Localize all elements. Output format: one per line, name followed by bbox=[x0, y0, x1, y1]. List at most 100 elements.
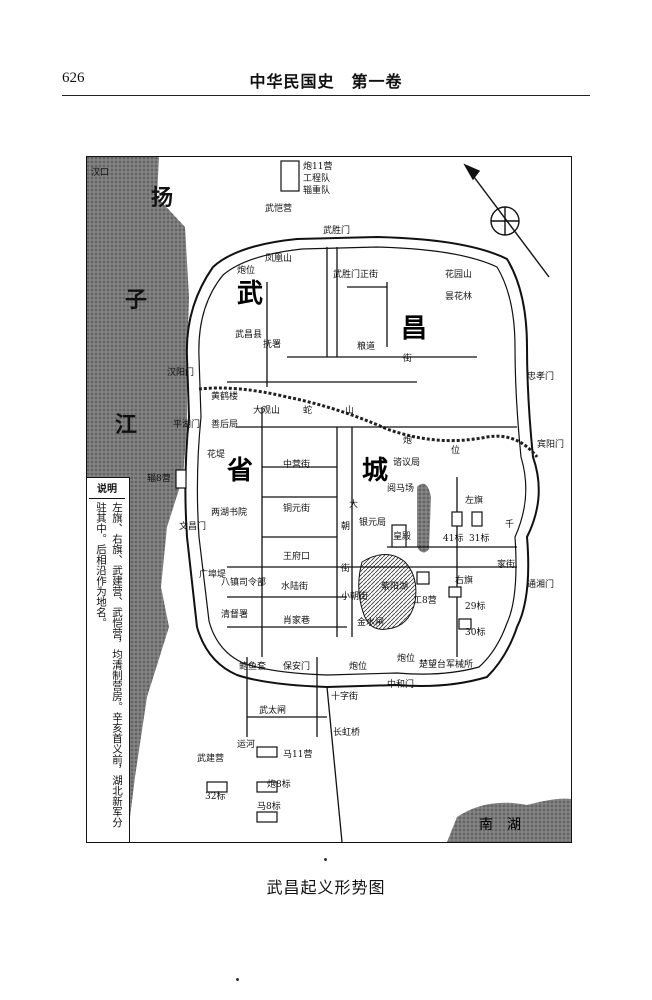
label-qian: 千 bbox=[505, 519, 514, 530]
label-wutaizha: 武太闸 bbox=[259, 704, 286, 716]
label-ma8: 马8标 bbox=[257, 800, 281, 812]
page-header: 626 中华民国史 第一卷 bbox=[62, 66, 590, 92]
label-b29: 29标 bbox=[465, 600, 485, 612]
label-ziyang: 紫阳湖 bbox=[381, 581, 408, 592]
label-fushu: 抚署 bbox=[263, 338, 281, 350]
label-nanhu-2: 湖 bbox=[507, 817, 521, 833]
label-jinshuizha: 金水闸 bbox=[357, 616, 384, 628]
label-yuemachang: 阅马场 bbox=[387, 483, 414, 494]
compass-icon bbox=[463, 163, 550, 278]
label-jie2: 街 bbox=[341, 562, 350, 574]
label-wusheng-street: 武胜门正街 bbox=[333, 268, 378, 280]
label-pao8: 炮8标 bbox=[267, 778, 291, 790]
label-hankou: 汉口 bbox=[91, 167, 109, 178]
ziyang-lake bbox=[358, 554, 417, 630]
label-ma11: 马11营 bbox=[283, 748, 312, 760]
header-rule bbox=[62, 95, 590, 96]
label-paowei4: 炮位 bbox=[397, 652, 415, 664]
city-wall-outer bbox=[184, 235, 540, 689]
label-huadi: 花堤 bbox=[207, 448, 225, 460]
label-tanhua: 昙花林 bbox=[445, 290, 472, 302]
snake-hill-ridge bbox=[198, 386, 539, 458]
label-huayuan: 花园山 bbox=[445, 268, 472, 280]
label-baoanmen: 保安门 bbox=[283, 660, 310, 672]
street-grid bbox=[227, 247, 517, 842]
label-yunhe: 运河 bbox=[237, 738, 255, 750]
label-liangshu: 两湖书院 bbox=[211, 506, 247, 518]
label-jie1: 街 bbox=[403, 352, 412, 364]
legend-box: 说明 左旗、右旗、武建营、武恺营，均清制营房。辛亥首义前，湖北新军分驻其中。后相… bbox=[87, 477, 130, 842]
label-xiaochaojie: 小朝街 bbox=[341, 590, 368, 602]
label-b30: 30标 bbox=[465, 626, 485, 638]
label-wukai: 武恺营 bbox=[265, 202, 292, 214]
label-gongcheng: 工程队 bbox=[303, 172, 330, 184]
label-yangzi-3: 江 bbox=[115, 412, 137, 438]
label-zizhong: 辎重队 bbox=[303, 184, 330, 196]
label-zhonghemen: 忠孝门 bbox=[527, 370, 554, 382]
book-title: 中华民国史 第一卷 bbox=[249, 72, 403, 91]
label-wuchangxian: 武昌县 bbox=[235, 328, 262, 340]
label-youqi: 右旗 bbox=[455, 574, 473, 586]
page-number: 626 bbox=[62, 70, 85, 86]
label-wu: 武 bbox=[237, 279, 263, 309]
label-wei: 位 bbox=[451, 444, 460, 456]
label-huanghelou: 黄鹤楼 bbox=[211, 390, 238, 402]
label-shengxiang: 鲍鱼套 bbox=[239, 660, 266, 672]
label-baqi: 八镇司令部 bbox=[221, 576, 266, 588]
legend-text: 左旗、右旗、武建营、武恺营，均清制营房。辛亥首义前，湖北新军分驻其中。后相沿作为… bbox=[95, 502, 123, 828]
label-huangdian: 皇殿 bbox=[393, 530, 411, 542]
label-b41: 41标 bbox=[443, 532, 463, 544]
wuchang-map: 扬 子 江 武 昌 省 城 南 湖 汉口 炮11营 工程队 辎重队 武恺营 武胜… bbox=[87, 157, 571, 842]
label-yangzi-2: 子 bbox=[125, 287, 147, 313]
label-b31: 31标 bbox=[469, 532, 489, 544]
label-fenghuang: 凤凰山 bbox=[265, 253, 292, 264]
label-b-huo8: 辎8营 bbox=[147, 472, 171, 484]
label-yinyuan: 银元局 bbox=[359, 516, 386, 528]
label-dagui: 大观山 bbox=[253, 404, 280, 416]
label-chuwangtai: 楚望台军械所 bbox=[419, 658, 473, 670]
south-lake bbox=[447, 798, 571, 842]
decorative-dot bbox=[324, 858, 327, 861]
label-wujian: 武建营 bbox=[197, 752, 224, 764]
label-pao-wei2: 炮 bbox=[403, 434, 412, 446]
label-nanhu: 南 bbox=[479, 817, 493, 833]
label-ziyiju: 谘议局 bbox=[393, 456, 420, 468]
label-shanhouju: 善后局 bbox=[211, 418, 238, 430]
label-liangdao: 粮道 bbox=[357, 340, 375, 352]
label-xiaojia: 肖家巷 bbox=[283, 614, 310, 626]
barracks bbox=[175, 160, 483, 823]
label-yangzi-1: 扬 bbox=[151, 185, 173, 211]
label-binyangmen: 宾阳门 bbox=[537, 438, 564, 450]
label-wangfukou: 王府口 bbox=[283, 550, 310, 562]
label-zhonghemen-2: 中和门 bbox=[387, 678, 414, 690]
label-zuoqi: 左旗 bbox=[465, 494, 483, 506]
label-pingximen: 平湖门 bbox=[173, 418, 200, 430]
label-pao11: 炮11营 bbox=[303, 160, 332, 172]
label-she: 蛇 bbox=[303, 404, 312, 416]
decorative-dot-2 bbox=[236, 978, 239, 981]
label-sheng: 省 bbox=[226, 456, 253, 486]
label-zhongying: 中营街 bbox=[283, 458, 310, 470]
label-wushengmen: 武胜门 bbox=[323, 224, 350, 236]
label-tongxiangmen: 通湘门 bbox=[527, 578, 554, 590]
label-paowei3: 炮位 bbox=[349, 660, 367, 672]
label-jiajie: 家街 bbox=[497, 558, 515, 570]
label-cheng: 城 bbox=[362, 456, 388, 486]
label-shan: 山 bbox=[345, 405, 354, 416]
label-shizi: 十字街 bbox=[331, 690, 358, 702]
map-caption: 武昌起义形势图 bbox=[266, 878, 386, 897]
label-hanyangmen: 汉阳门 bbox=[167, 366, 194, 378]
label-wenchangmen: 文昌门 bbox=[179, 520, 206, 532]
label-chao: 朝 bbox=[341, 521, 350, 532]
label-guangshu: 广埠堤 bbox=[199, 568, 226, 580]
legend-title: 说明 bbox=[89, 480, 125, 499]
label-changhong: 长虹桥 bbox=[333, 726, 360, 738]
label-tongyuan: 铜元街 bbox=[283, 502, 310, 514]
label-qingdushu: 清督署 bbox=[221, 608, 248, 620]
map-frame: 扬 子 江 武 昌 省 城 南 湖 汉口 炮11营 工程队 辎重队 武恺营 武胜… bbox=[86, 156, 572, 843]
label-b32: 32标 bbox=[205, 790, 225, 802]
map-labels: 汉口 炮11营 工程队 辎重队 武恺营 武胜门 凤凰山 炮位 花园山 昙花林 武… bbox=[91, 160, 564, 812]
label-gong8: 工8营 bbox=[413, 594, 437, 606]
yuema-pond bbox=[417, 483, 431, 553]
label-da: 大 bbox=[349, 498, 358, 510]
